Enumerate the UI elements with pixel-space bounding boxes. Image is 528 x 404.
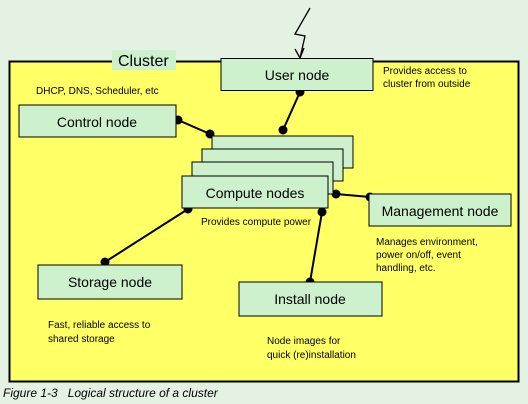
connector-end — [317, 207, 327, 217]
control-node-label: Control node — [57, 114, 137, 130]
install-node-note-line-1: Node images for — [267, 336, 341, 347]
user-node-box — [220, 58, 374, 91]
user-node-label: User node — [265, 67, 330, 83]
storage-node-box — [37, 264, 183, 300]
compute-node-box — [181, 175, 329, 209]
connector-control-compute — [177, 119, 211, 135]
management-node-note-line-3: handling, etc. — [376, 263, 436, 274]
connector-end — [100, 257, 110, 267]
management-node-note-line-2: power on/off, event — [376, 250, 461, 261]
figure-caption: Figure 1-3 Logical structure of a cluste… — [3, 386, 218, 400]
management-node-box — [368, 193, 512, 227]
cluster-diagram: Cluster User node Provides access to clu… — [8, 7, 520, 383]
install-node-label: Install node — [274, 291, 346, 307]
connector-compute-management — [335, 193, 371, 198]
management-node-label: Management node — [382, 203, 499, 219]
install-node-box — [238, 281, 383, 317]
control-node-box — [18, 104, 177, 138]
cluster-title-tab — [112, 50, 176, 70]
connector-end — [331, 189, 341, 199]
user-node-note-line-1: Provides access to — [383, 66, 467, 77]
lightning-icon — [293, 7, 311, 59]
control-node-note: DHCP, DNS, Scheduler, etc — [36, 86, 159, 97]
storage-node-note-line-2: shared storage — [48, 334, 115, 345]
cluster-title: Cluster — [118, 53, 169, 70]
connector-user-compute — [282, 91, 301, 131]
connector-end — [278, 125, 288, 135]
connector-compute-install — [309, 211, 323, 283]
compute-nodes-note: Provides compute power — [201, 217, 312, 228]
lightning-arrowhead — [294, 47, 305, 60]
storage-node-note-line-1: Fast, reliable access to — [48, 320, 151, 331]
storage-node-label: Storage node — [68, 274, 152, 290]
management-node-note-line-1: Manages environment, — [376, 237, 478, 248]
install-node-note-line-2: quick (re)installation — [267, 350, 356, 361]
compute-nodes-label: Compute nodes — [206, 185, 305, 201]
user-node-note-line-2: cluster from outside — [383, 79, 471, 90]
connector-compute-storage — [104, 208, 189, 263]
